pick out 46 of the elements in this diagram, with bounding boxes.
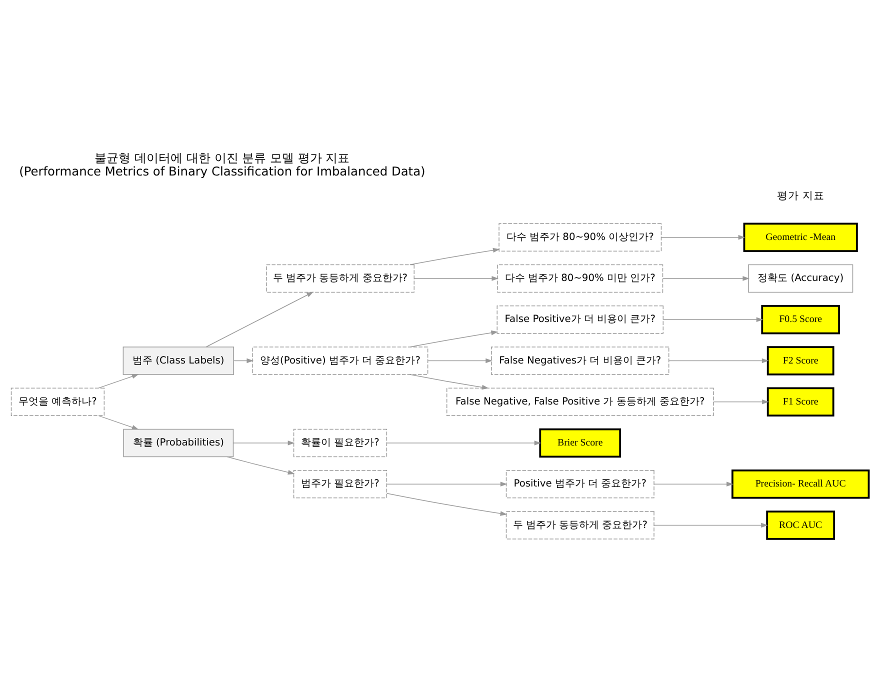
arrow <box>386 481 508 486</box>
arrow <box>428 358 492 363</box>
node-box: ROC AUC <box>766 510 836 540</box>
node-box: Positive 범주가 더 중요한가? <box>506 470 654 498</box>
arrow <box>409 330 498 347</box>
node-box: F1 Score <box>766 386 834 416</box>
node-box: 범주 (Class Labels) <box>122 346 234 374</box>
node-box: 정확도 (Accuracy) <box>748 264 854 292</box>
caption: (Performance Metrics of Binary Classification for Imbalanced Data) <box>19 164 426 178</box>
arrow <box>226 456 295 474</box>
node-box: Geometric -Mean <box>743 222 858 252</box>
node-box: 범주가 필요한가? <box>293 470 388 498</box>
node-box: Precision- Recall AUC <box>731 468 870 498</box>
arrow <box>386 492 508 516</box>
arrow <box>233 358 254 363</box>
node-box: 두 범주가 동등하게 중요한가? <box>506 510 654 539</box>
node-box: False Negatives가 더 비용이 큰가? <box>491 346 670 374</box>
arrow <box>661 234 746 240</box>
arrow <box>206 291 314 347</box>
arrow <box>654 481 734 486</box>
arrow <box>386 440 542 445</box>
label: 평가 지표 <box>776 188 824 202</box>
node-box: 다수 범주가 80~90% 미만 인가? <box>497 264 664 292</box>
arrow <box>713 398 769 404</box>
arrow <box>409 247 500 265</box>
node-box: Brier Score <box>539 428 622 458</box>
node-box: False Negative, False Positive 가 동등하게 중요한가? <box>446 387 714 416</box>
node-box: F0.5 Score <box>761 304 840 334</box>
arrow <box>662 276 750 280</box>
node-box: 확률 (Probabilities) <box>123 428 234 457</box>
node-box: 무엇을 예측하나? <box>10 387 105 416</box>
node-box: 두 범주가 동등하게 중요한가? <box>266 264 414 292</box>
arrow <box>233 440 295 445</box>
arrow <box>662 316 764 322</box>
node-box: 확률이 필요한가? <box>293 428 388 457</box>
arrow <box>98 414 139 430</box>
node-box: False Positive가 더 비용이 큰가? <box>496 305 664 334</box>
arrow <box>654 522 768 528</box>
node-box: 양성(Positive) 범주가 더 중요한가? <box>252 346 428 374</box>
arrow <box>414 276 499 280</box>
node-box: F2 Score <box>766 346 834 375</box>
arrow <box>668 358 769 363</box>
node-box: 다수 범주가 80~90% 이상인가? <box>498 222 662 251</box>
arrow <box>98 374 139 388</box>
arrow <box>409 374 489 390</box>
diagram-title: 불균형 데이터에 대한 이진 분류 모델 평가 지표 <box>94 150 350 164</box>
